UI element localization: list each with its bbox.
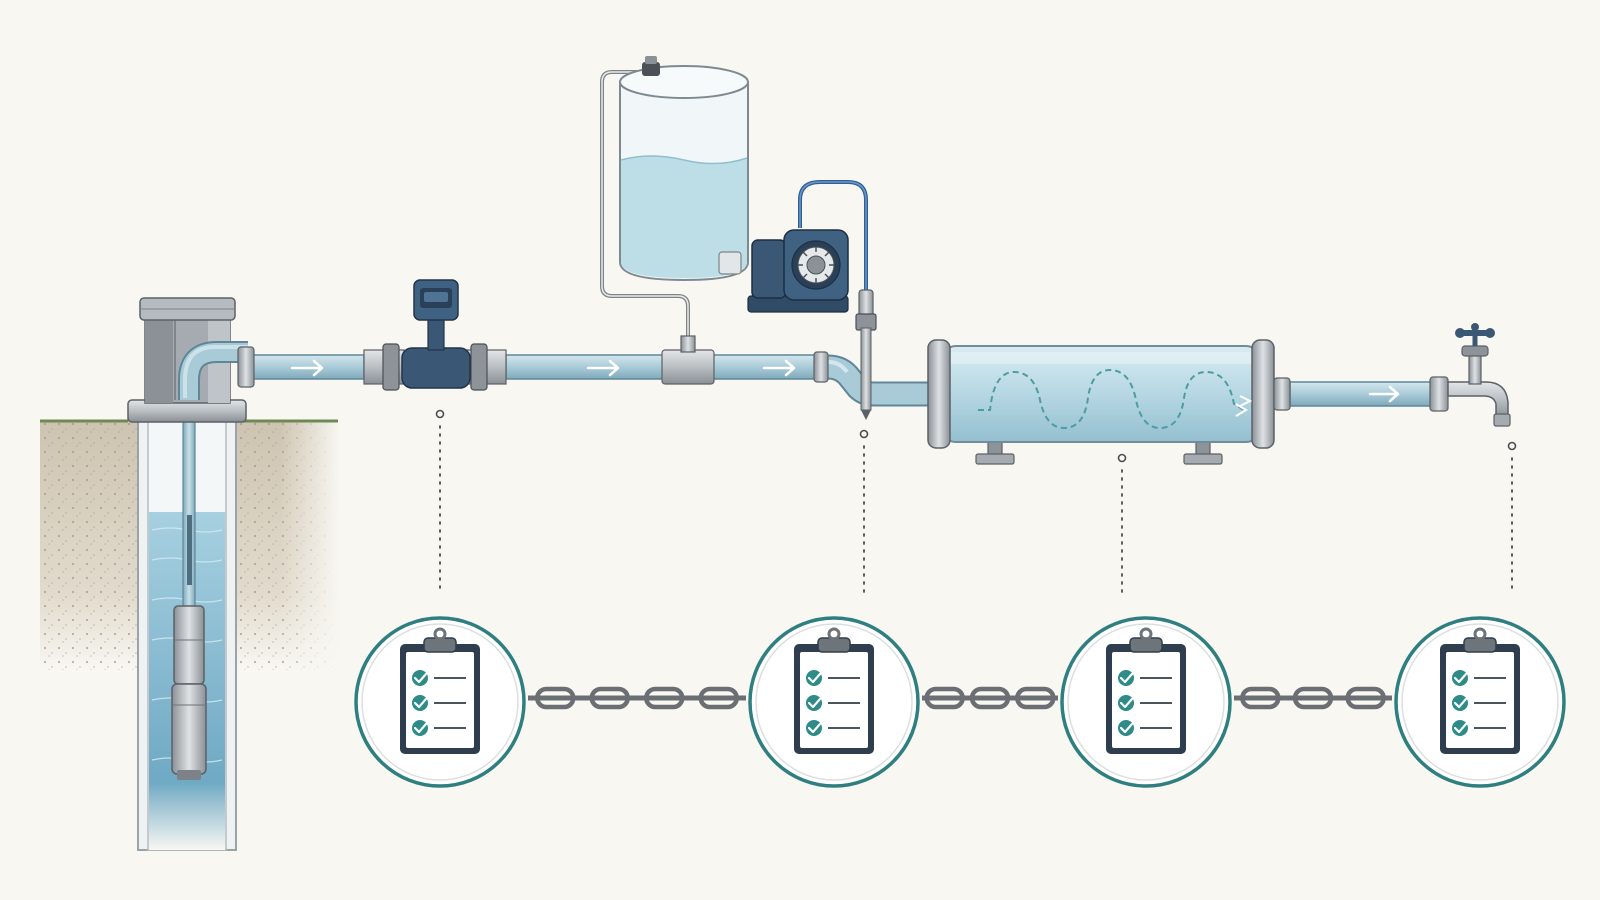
chain-link (1240, 686, 1281, 710)
checkpoint-4 (1394, 616, 1566, 788)
chain-link (644, 686, 685, 710)
flow-meter-icon (363, 279, 507, 391)
checkpoints (354, 616, 1566, 788)
chain-link (924, 686, 965, 710)
chain-link (1345, 686, 1386, 710)
leader-dot (1117, 453, 1127, 463)
checkpoint-3 (1060, 616, 1232, 788)
submersible-pump-icon (171, 605, 207, 780)
checkmark-icon (412, 695, 428, 711)
chain-link (1015, 686, 1056, 710)
chain-link (535, 686, 576, 710)
contact-tank-icon (927, 339, 1291, 465)
chain-link-icon (922, 686, 1058, 710)
chain-link (589, 686, 630, 710)
chain-link (969, 686, 1011, 710)
checkpoint-2 (748, 616, 920, 788)
chain-link (1292, 686, 1334, 710)
clipboard-checklist-icon (400, 627, 480, 754)
checkmark-icon (412, 720, 428, 736)
checkmark-icon (1452, 670, 1468, 686)
serpentine-flow-path (978, 368, 1245, 430)
tee-fitting (661, 335, 715, 385)
well (40, 297, 340, 851)
chain-link-icon (1234, 686, 1392, 710)
clipboard-checklist-icon (1440, 627, 1520, 754)
coupling (813, 351, 829, 383)
checkpoint-1 (354, 616, 526, 788)
clipboard-checklist-icon (794, 627, 874, 754)
chain-link-icon (528, 686, 746, 710)
checkmark-icon (412, 670, 428, 686)
flow-arrow-icon (290, 359, 1400, 403)
checkmark-icon (806, 695, 822, 711)
leader-dot (859, 429, 869, 439)
clipboard-checklist-icon (1106, 627, 1186, 754)
leader-dot (1507, 441, 1517, 451)
checkmark-icon (1118, 670, 1134, 686)
dosing-pump-icon (747, 180, 868, 313)
chain-links (528, 686, 1392, 710)
checkmark-icon (806, 720, 822, 736)
checkmark-icon (1452, 695, 1468, 711)
leader-dot (435, 409, 445, 419)
checkmark-icon (1118, 720, 1134, 736)
injection-point-icon (855, 289, 877, 420)
leader-lines (435, 409, 1517, 593)
faucet-icon (1429, 323, 1511, 427)
coupling (237, 346, 255, 388)
checkmark-icon (806, 670, 822, 686)
checkmark-icon (1118, 695, 1134, 711)
chemical-tank-icon (600, 56, 749, 350)
checkmark-icon (1452, 720, 1468, 736)
chain-link (698, 686, 739, 710)
